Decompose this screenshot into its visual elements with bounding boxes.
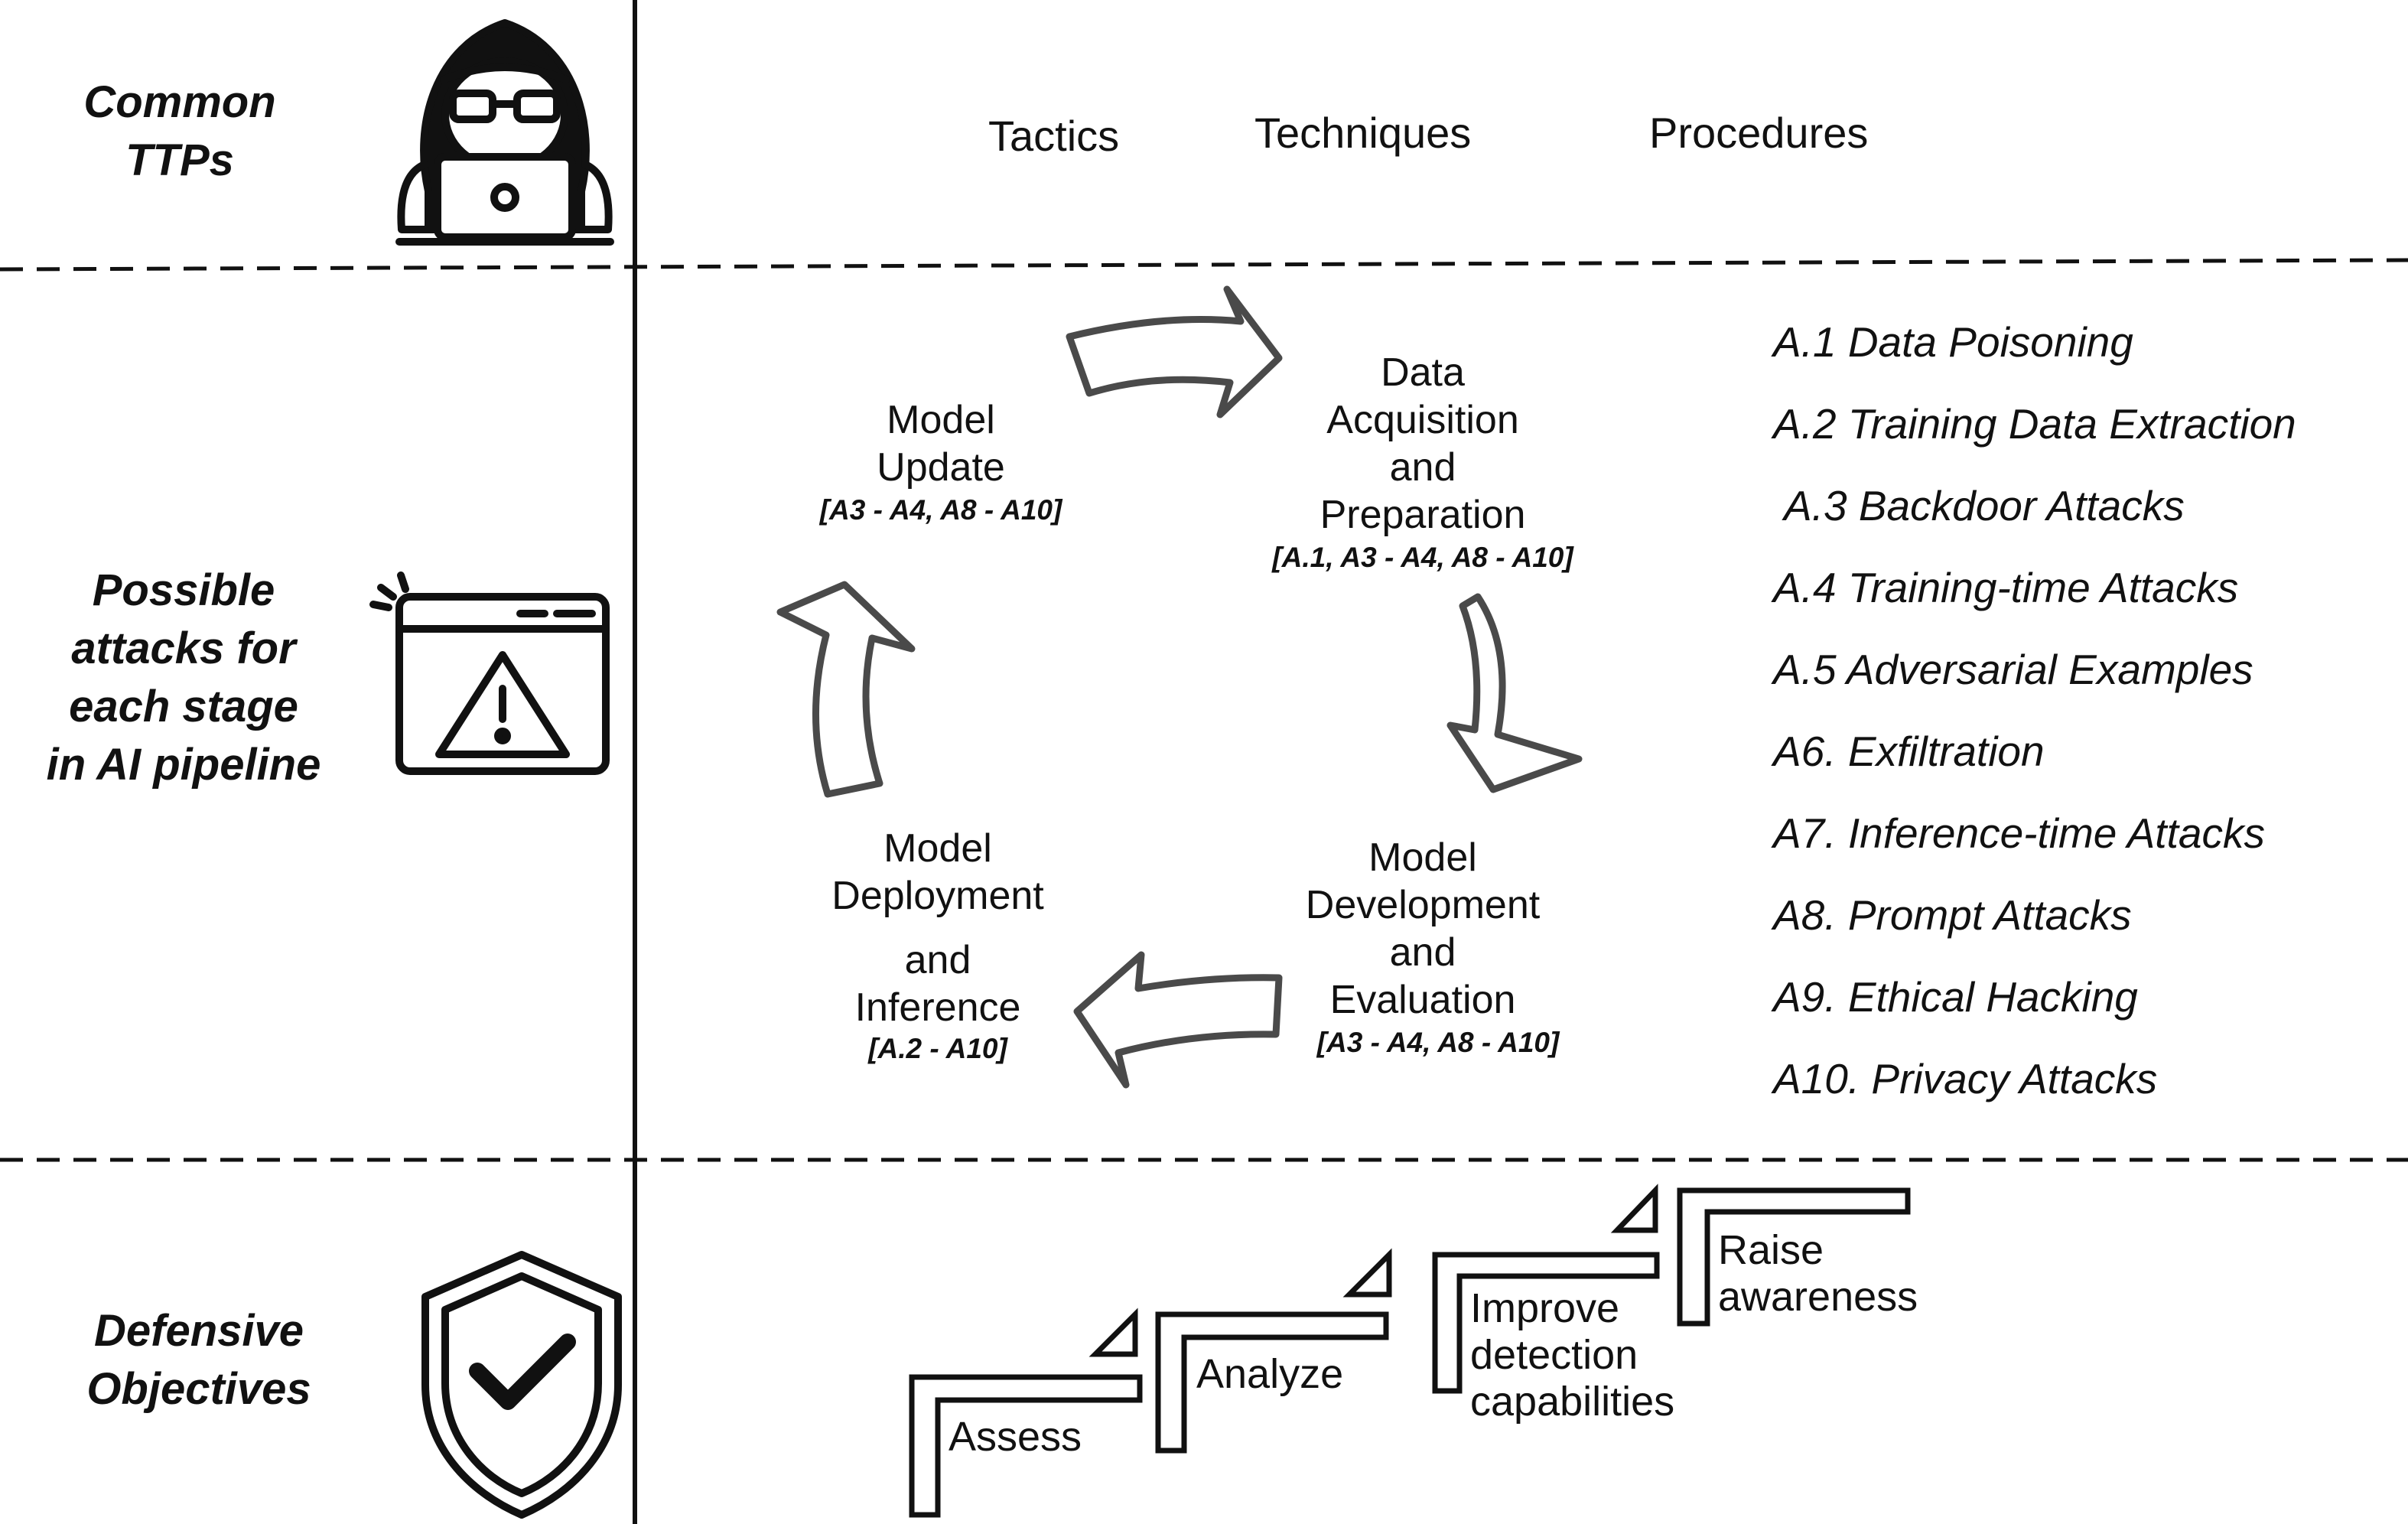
hacker-icon [395,19,614,246]
attack-item-a6: A6. Exfiltration [1773,728,2045,775]
attack-item-a9: A9. Ethical Hacking [1773,973,2138,1021]
row-separator-top [0,258,2408,272]
objective-improve-line2: detection [1470,1332,1638,1378]
stage-dev-line2: Development [1305,883,1541,927]
browser-warning-icon [369,572,610,775]
stage-dev-codes: [A3 - A4, A8 - A10] [1316,1027,1560,1058]
step-arrowhead-3 [1610,1184,1658,1233]
attack-item-a7: A7. Inference-time Attacks [1773,809,2265,857]
stage-deploy-line1: Model [883,826,992,871]
stage-data-line3: and [1389,445,1456,490]
stage-deploy-line3: and [904,938,971,982]
cycle-arrow-top [1066,285,1283,418]
step-arrowhead-2 [1342,1248,1392,1298]
cycle-arrow-right [1446,593,1583,793]
objective-improve-line3: capabilities [1470,1379,1675,1425]
row-label-defense: Defensive Objectives [61,1302,337,1418]
stage-deploy-line2: Deployment [831,874,1044,918]
cycle-arrow-bottom [1073,951,1283,1089]
stage-dev-line1: Model [1368,835,1477,880]
objective-raise: Raise awareness [1718,1227,1918,1320]
stage-model-update: Model Update [A3 - A4, A8 - A10] [765,396,1117,524]
stage-model-deployment: Model Deployment and Inference [A.2 - A1… [792,825,1083,1063]
stage-data-line1: Data [1381,350,1465,395]
step-raise [1677,1187,1911,1327]
attack-item-a10: A10. Privacy Attacks [1773,1055,2158,1102]
stage-deploy-codes: [A.2 - A10] [868,1033,1007,1064]
objective-raise-line1: Raise [1718,1227,1824,1273]
stage-data-line4: Preparation [1320,493,1526,537]
row-label-defense-line2: Objectives [86,1364,311,1414]
cycle-arrow-left [776,581,916,798]
ttp-procedures: Procedures [1649,109,1869,157]
step-arrowhead-1 [1088,1307,1138,1357]
stage-dev-line4: Evaluation [1329,978,1516,1022]
row-label-ttps-line1: Common [83,77,276,127]
attack-item-a1: A.1 Data Poisoning [1773,318,2133,366]
stage-data-acquisition: Data Acquisition and Preparation [A.1, A… [1239,349,1606,572]
row-label-attacks-line4: in AI pipeline [46,740,321,790]
attack-item-a5: A.5 Adversarial Examples [1773,646,2253,693]
objective-raise-line2: awareness [1718,1274,1918,1320]
stage-update-line2: Update [877,445,1005,490]
row-label-attacks-line2: attacks for [71,624,296,673]
attack-item-a2: A.2 Training Data Extraction [1773,400,2296,448]
row-label-ttps: Common TTPs [46,73,314,190]
row-label-attacks-line1: Possible [92,565,275,615]
objective-improve: Improve detection capabilities [1470,1285,1674,1425]
stage-data-line2: Acquisition [1326,398,1519,442]
row-label-ttps-line2: TTPs [125,135,234,185]
step-improve [1432,1252,1660,1394]
stage-deploy-line4: Inference [854,985,1021,1030]
stage-update-line1: Model [887,398,995,442]
objective-assess: Assess [949,1414,1082,1460]
step-assess [909,1374,1143,1518]
stage-dev-line3: and [1389,930,1456,975]
stage-data-codes: [A.1, A3 - A4, A8 - A10] [1272,542,1573,573]
row-label-attacks-line3: each stage [69,682,298,731]
attack-item-a4: A.4 Training-time Attacks [1773,564,2239,611]
attack-item-a8: A8. Prompt Attacks [1773,891,2132,939]
objectives-staircase [909,1184,1911,1518]
objective-improve-line1: Improve [1470,1285,1620,1331]
row-label-defense-line1: Defensive [93,1306,304,1356]
step-analyze [1155,1311,1389,1454]
stage-update-codes: [A3 - A4, A8 - A10] [819,494,1062,526]
attack-item-a3: A.3 Backdoor Attacks [1784,482,2185,529]
objective-analyze: Analyze [1196,1351,1344,1397]
ttp-tactics: Tactics [988,112,1120,160]
stage-model-development: Model Development and Evaluation [A3 - A… [1254,834,1591,1057]
ttp-techniques: Techniques [1254,109,1472,157]
shield-check-icon [421,1251,622,1519]
row-label-attacks: Possible attacks for each stage in AI pi… [15,562,352,794]
